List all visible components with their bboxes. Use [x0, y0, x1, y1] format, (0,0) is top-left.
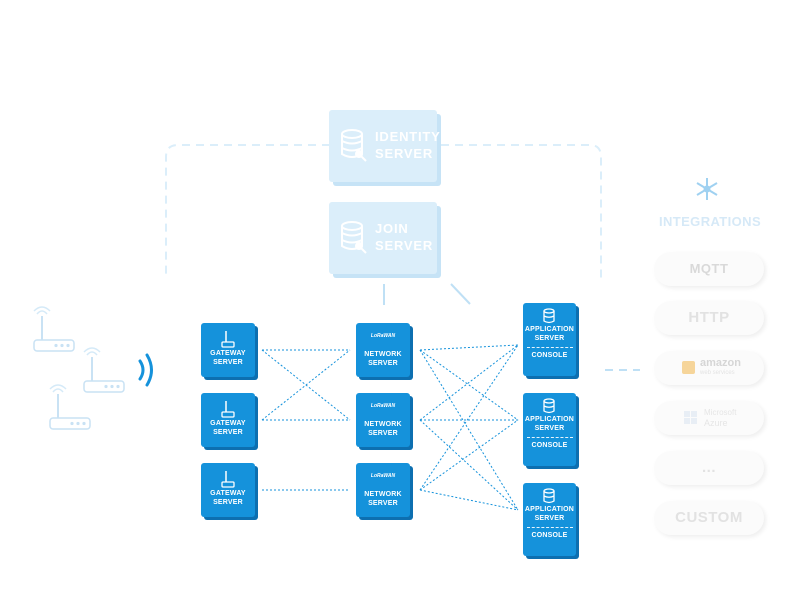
gateway-antenna-icon [221, 401, 235, 418]
gateway-antenna-icon [221, 471, 235, 488]
lorawan-logo: LoRaWAN [370, 473, 396, 479]
gateway-server-label: SERVER [213, 359, 243, 366]
server-link-line [419, 489, 519, 511]
gateway-device-icon [83, 347, 125, 393]
network-server[interactable]: LoRaWAN NETWORK SERVER [356, 463, 410, 517]
identity-bracket-line [165, 144, 330, 278]
aws-logo: amazon web services [700, 358, 741, 378]
join-server-label: JOIN [375, 221, 409, 236]
integration-mqtt[interactable]: MQTT [654, 252, 764, 286]
database-icon [542, 488, 555, 504]
gateway-antenna-icon [221, 331, 235, 348]
mqtt-logo: MQTT [689, 261, 729, 276]
network-server-label: SERVER [368, 360, 398, 367]
identity-server[interactable]: IDENTITY SERVER [329, 110, 440, 182]
divider [526, 527, 573, 528]
gateway-server-label: SERVER [213, 499, 243, 506]
identity-server-label: IDENTITY [375, 129, 441, 144]
application-server-label: APPLICATION [524, 326, 575, 333]
integrations-hub-icon [696, 178, 718, 200]
http-label: HTTP [688, 309, 730, 326]
lorawan-logo: LoRaWAN [370, 403, 396, 409]
network-server[interactable]: LoRaWAN NETWORK SERVER [356, 323, 410, 377]
application-server[interactable]: APPLICATION SERVER CONSOLE [523, 303, 576, 376]
divider [526, 437, 573, 438]
custom-label: CUSTOM [675, 509, 743, 526]
network-server-label: NETWORK [364, 491, 402, 498]
join-to-application-line [450, 283, 471, 305]
identity-server-label: SERVER [375, 146, 434, 161]
azure-logo: Microsoft Azure [704, 408, 736, 428]
gateway-device-icon [33, 306, 75, 352]
server-link-line [419, 419, 519, 491]
application-server-label: SERVER [534, 425, 565, 432]
radio-waves-icon [138, 353, 153, 387]
join-server-label: SERVER [375, 238, 434, 253]
integration-more[interactable]: ... [654, 451, 764, 485]
application-server-label: SERVER [534, 335, 565, 342]
gateway-server-label: GATEWAY [210, 420, 246, 427]
lorawan-logo: LoRaWAN [370, 333, 396, 339]
server-link-line [419, 344, 519, 421]
database-icon [542, 308, 555, 324]
divider [526, 347, 573, 348]
application-server[interactable]: APPLICATION SERVER CONSOLE [523, 483, 576, 556]
network-server-label: SERVER [368, 430, 398, 437]
gateway-server[interactable]: GATEWAY SERVER [201, 463, 255, 517]
network-server-label: SERVER [368, 500, 398, 507]
gateway-server[interactable]: GATEWAY SERVER [201, 393, 255, 447]
gateway-server[interactable]: GATEWAY SERVER [201, 323, 255, 377]
console-label: CONSOLE [531, 442, 568, 449]
integration-aws[interactable]: amazon web services [654, 351, 764, 385]
gateway-server-label: GATEWAY [210, 490, 246, 497]
server-link-line [261, 349, 351, 421]
azure-label: Microsoft [704, 408, 737, 417]
database-key-icon [341, 221, 367, 254]
database-icon [542, 398, 555, 414]
network-server[interactable]: LoRaWAN NETWORK SERVER [356, 393, 410, 447]
console-label: CONSOLE [531, 352, 568, 359]
aws-sublabel: web services [700, 370, 735, 376]
integration-custom[interactable]: CUSTOM [654, 501, 764, 535]
more-label: ... [701, 459, 716, 476]
network-server-label: NETWORK [364, 351, 402, 358]
network-server-label: NETWORK [364, 421, 402, 428]
aws-cube-icon [682, 361, 695, 374]
gateway-server-label: GATEWAY [210, 350, 246, 357]
integration-azure[interactable]: Microsoft Azure [654, 401, 764, 435]
application-server[interactable]: APPLICATION SERVER CONSOLE [523, 393, 576, 466]
server-link-line [419, 419, 519, 511]
application-server-label: APPLICATION [524, 416, 575, 423]
aws-label: amazon [700, 357, 741, 369]
database-key-icon [341, 129, 367, 162]
application-server-label: APPLICATION [524, 506, 575, 513]
gateway-device-icon [49, 384, 91, 430]
integrations-title: INTEGRATIONS [658, 214, 762, 229]
gateway-server-label: SERVER [213, 429, 243, 436]
server-link-line [419, 344, 519, 351]
server-link-line [419, 349, 519, 511]
windows-icon [684, 411, 698, 425]
server-link-line [419, 349, 519, 421]
join-server[interactable]: JOIN SERVER [329, 202, 437, 274]
identity-bracket-line-right [441, 144, 602, 278]
server-link-line [419, 344, 519, 491]
application-server-label: SERVER [534, 515, 565, 522]
integration-http[interactable]: HTTP [654, 301, 764, 335]
azure-sublabel: Azure [704, 418, 728, 428]
console-label: CONSOLE [531, 532, 568, 539]
